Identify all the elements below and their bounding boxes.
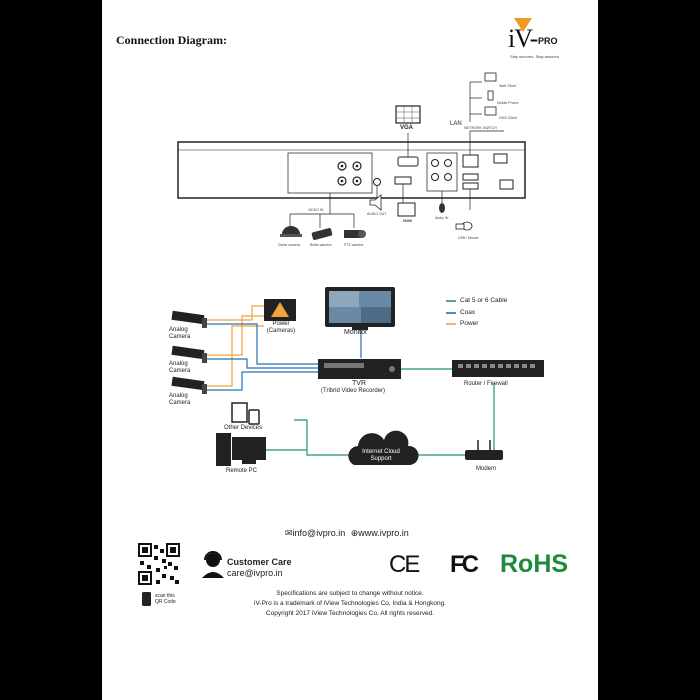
customer-care-email[interactable]: care@ivpro.in (227, 568, 283, 578)
customer-care-icon (202, 551, 224, 578)
customer-care-title: Customer Care (227, 557, 292, 567)
power-cameras-label: Power (Cameras) (266, 321, 296, 334)
legend-coax: Coax (460, 309, 476, 316)
logo-main: iV- (508, 24, 538, 53)
ce-mark: CE (389, 551, 420, 578)
phone-icon (248, 409, 260, 425)
dome-camera-label: Dome camera (278, 243, 300, 247)
web-client-icon (484, 72, 497, 82)
tvr-full-label: (Tribrid Video Recorder) (321, 388, 386, 394)
pc-monitor-icon (232, 437, 266, 460)
tablet-icon (231, 402, 248, 423)
vga-monitor-icon (395, 105, 421, 124)
audio-out-label: AUDIO OUT (367, 212, 387, 216)
lan-label: LAN (450, 121, 462, 127)
cloud-icon (348, 430, 419, 465)
contact-line: ✉info@ivpro.in ⊕www.ivpro.in (285, 528, 409, 539)
web-client-label: Web Client (499, 84, 517, 88)
mail-icon: ✉ (285, 528, 293, 538)
modem-icon (465, 450, 503, 460)
modem-label: Modem (476, 466, 497, 472)
analog-camera-icons (171, 310, 207, 394)
document-page: Connection Diagram: iV- PRO Stay secured… (102, 0, 598, 700)
monitor-label: Monitor (344, 329, 368, 336)
router-label: Router / Firewall (464, 381, 508, 387)
other-devices-label: Other Devices (224, 425, 263, 431)
mobile-phone-label: Mobile Phone (497, 101, 519, 105)
fcc-mark: FC (450, 551, 479, 578)
ptz-camera-icon (344, 230, 362, 238)
logo-triangle-icon (514, 18, 532, 32)
audio-in-label: Audio IN (435, 216, 449, 220)
scan-line-2: QR Code (155, 599, 176, 605)
cms-client-label: CMS Client (499, 116, 517, 120)
cms-client-icon (484, 106, 497, 116)
coax-lines (206, 323, 318, 391)
bullet-camera-label: Bullet camera (310, 243, 332, 247)
ptz-camera-label: PTZ camera (344, 243, 364, 247)
hdmi-label: HDMI (403, 219, 412, 223)
page-title: Connection Diagram: (116, 33, 227, 47)
remote-pc-label: Remote PC (226, 468, 258, 474)
power-switch (493, 153, 508, 164)
cat-cable-lines (266, 368, 495, 456)
legend-cat-cable: Cat 5 or 6 Cable (460, 297, 508, 304)
analog-camera-label-3: Analog Camera (169, 393, 191, 406)
pc-tower-icon (216, 433, 231, 466)
qr-code-icon (138, 543, 180, 585)
vga-label: VGA (400, 125, 414, 131)
power-lines (206, 305, 264, 387)
logo-tagline: Stay secured. Stay assured (510, 54, 559, 59)
usb-mouse-label: USB / Mouse (458, 236, 479, 240)
tvr-label: TVR (352, 380, 366, 387)
analog-camera-label-2: Analog Camera (169, 361, 191, 374)
cloud-label: Internet Cloud Support (362, 449, 400, 462)
footer-graphics (138, 543, 224, 606)
dome-camera-icon (282, 226, 300, 234)
scan-line-1: scan this (155, 593, 175, 599)
legend-power: Power (460, 320, 479, 327)
logo-suffix: PRO (538, 36, 558, 46)
microphone-icon (439, 203, 445, 213)
mobile-phone-icon (487, 90, 494, 101)
footer-line-2: iV-Pro is a trademark of iView Technolog… (254, 600, 446, 607)
rohs-mark: RoHS (500, 550, 569, 578)
network-diagram (171, 287, 544, 466)
footer-line-3: Copyright 2017 iView Technologies Co. Al… (265, 610, 435, 617)
network-switch-label: NETWORK SWITCH (464, 126, 497, 130)
scan-phone-icon (142, 592, 151, 606)
contact-web[interactable]: www.ivpro.in (358, 528, 409, 538)
rear-panel-diagram (177, 72, 526, 241)
hdmi-display-icon (397, 202, 416, 217)
contact-email[interactable]: info@ivpro.in (292, 528, 346, 538)
video-in-label: VIDEO IN (308, 208, 324, 212)
bullet-camera-icon (311, 227, 333, 241)
video-in-block (287, 152, 373, 194)
footer-line-1: Specifications are subject to change wit… (276, 590, 424, 597)
brand-logo: iV- PRO Stay secured. Stay assured (508, 18, 578, 72)
globe-icon: ⊕ (350, 528, 359, 538)
lan-port (462, 154, 479, 168)
analog-camera-label-1: Analog Camera (169, 327, 191, 340)
scan-qr-text: scan this QR Code (155, 593, 176, 605)
speaker-icon (369, 194, 382, 211)
